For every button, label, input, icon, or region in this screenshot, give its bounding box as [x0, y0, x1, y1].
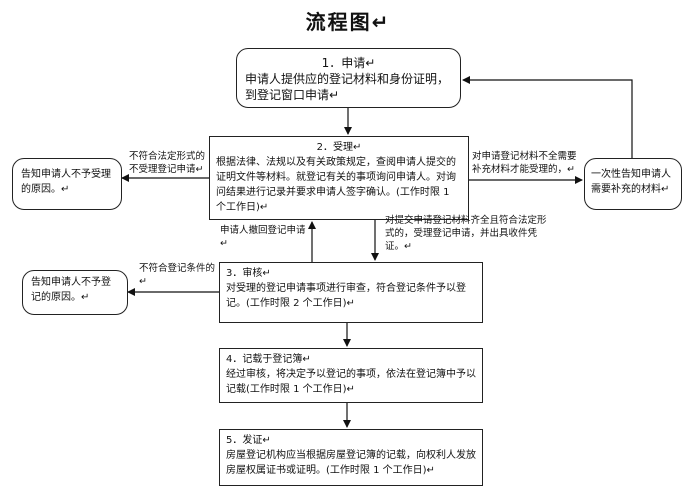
label-withdraw: 申请人撤回登记申请↵ — [220, 225, 306, 249]
label-conforms: 对提交申请登记材料齐全且符合法定形式的，受理登记申请，并出具收件凭证。↵ — [385, 215, 547, 252]
record-body: 经过审核，将决定予以登记的事项，依法在登记簿中予以记载(工作时限 1 个工作日)… — [226, 369, 476, 395]
label-incomplete: 对申请登记材料不全需要补充材料才能受理的，↵ — [472, 151, 577, 175]
label-not-legal: 不符合法定形式的不受理登记申请↵ — [129, 151, 206, 175]
review-body: 对受理的登记申请事项进行审查，符合登记条件予以登记。(工作时限 2 个工作日)↵ — [226, 283, 466, 309]
apply-box: 1．申请↵ 申请人提供应的登记材料和身份证明，到登记窗口申请↵ — [236, 48, 461, 108]
reject-box: 告知申请人不予受理的原因。↵ — [12, 158, 122, 210]
apply-title: 1．申请↵ — [321, 56, 376, 70]
review-title: 3．审核↵ — [226, 268, 271, 279]
issue-title: 5．发证↵ — [226, 435, 271, 446]
no-register-box: 告知申请人不予登记的原因。↵ — [22, 270, 128, 315]
record-box: 4．记载于登记簿↵ 经过审核，将决定予以登记的事项，依法在登记簿中予以记载(工作… — [219, 348, 483, 403]
issue-body: 房屋登记机构应当根据房屋登记簿的记载，向权利人发放房屋权属证书或证明。(工作时限… — [226, 450, 476, 476]
supplement-body: 一次性告知申请人需要补充的材料↵ — [591, 169, 671, 195]
page-title: 流程图↵ — [305, 10, 391, 34]
supplement-box: 一次性告知申请人需要补充的材料↵ — [584, 158, 682, 210]
apply-body: 申请人提供应的登记材料和身份证明，到登记窗口申请↵ — [245, 72, 450, 102]
no-register-body: 告知申请人不予登记的原因。↵ — [31, 277, 111, 303]
review-box: 3．审核↵ 对受理的登记申请事项进行审查，符合登记条件予以登记。(工作时限 2 … — [219, 262, 483, 323]
issue-box: 5．发证↵ 房屋登记机构应当根据房屋登记簿的记载，向权利人发放房屋权属证书或证明… — [219, 429, 483, 486]
label-not-conform: 不符合登记条件的↵ — [139, 263, 216, 287]
accept-body: 根据法律、法规以及有关政策规定，查阅申请人提交的证明文件等材料。就登记有关的事项… — [216, 157, 456, 213]
record-title: 4．记载于登记簿↵ — [226, 354, 311, 365]
accept-title: 2．受理↵ — [316, 142, 362, 153]
accept-box: 2．受理↵ 根据法律、法规以及有关政策规定，查阅申请人提交的证明文件等材料。就登… — [209, 136, 469, 220]
arrow-supplement-to-apply — [462, 76, 633, 158]
reject-body: 告知申请人不予受理的原因。↵ — [21, 169, 111, 195]
